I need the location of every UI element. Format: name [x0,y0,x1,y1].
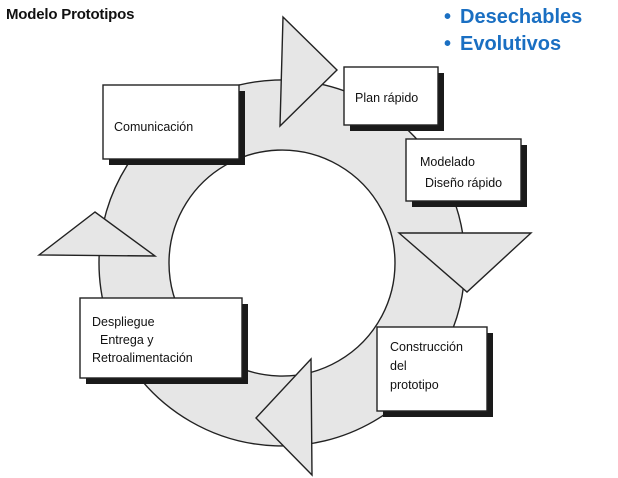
step-label-line: del [390,359,407,373]
step-label-line: prototipo [390,378,439,392]
step-box-plan-rapido: Plan rápido [343,66,444,131]
step-label: Plan rápido [355,91,418,105]
step-box-frame [343,66,439,126]
arrow-head-bottom [255,357,313,477]
bullet-marker: • [444,6,452,28]
arrow-head-right [397,232,533,293]
step-label: Comunicación [114,120,193,134]
step-box-frame [376,326,488,412]
step-box-frame [102,84,240,160]
bullet-item-desechables: • Desechables [444,4,582,31]
prototype-types-list: • Desechables • Evolutivos [444,4,582,58]
page-title: Modelo Prototipos [6,6,135,23]
bullet-item-evolutivos: • Evolutivos [444,31,582,58]
step-label-line: Entrega y [100,333,154,347]
step-label-line: Despliegue [92,315,155,329]
step-box-frame [405,138,522,202]
step-box-construccion: Construcción del prototipo [376,326,493,417]
step-box-despliegue: Despliegue Entrega y Retroalimentación [79,297,248,384]
step-label-line: Diseño rápido [425,176,502,190]
arrow-head-top [279,15,338,128]
step-box-modelado: Modelado Diseño rápido [405,138,527,207]
step-label-line: Retroalimentación [92,351,193,365]
bullet-text: Desechables [460,6,583,28]
step-label-line: Modelado [420,155,475,169]
step-box-comunicacion: Comunicación [102,84,245,165]
step-box-frame [79,297,243,379]
arrow-head-left [36,211,158,257]
bullet-marker: • [444,33,452,55]
step-label-line: Construcción [390,340,463,354]
bullet-text: Evolutivos [460,33,562,55]
